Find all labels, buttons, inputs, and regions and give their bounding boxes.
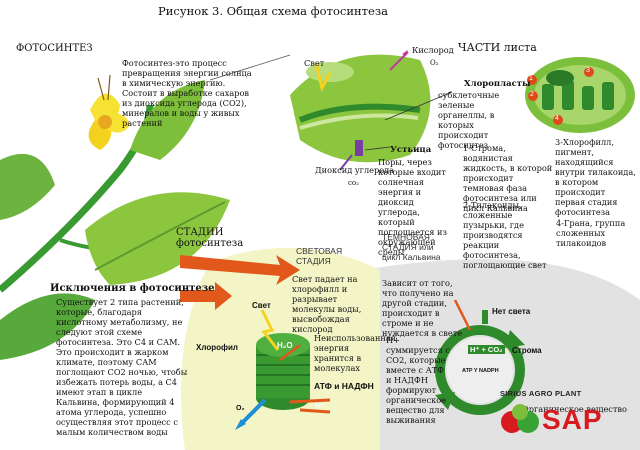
- logo: SAP: [500, 400, 630, 444]
- flower-icon: [88, 74, 130, 150]
- photosynthesis-definition: Фотосинтез-это процесс превращения энерг…: [122, 58, 252, 128]
- hplus-text: H+ суммируется с CO2, которые вместе с А…: [386, 335, 450, 425]
- leaf-oxygen-formula: O₂: [430, 59, 439, 67]
- stomata-text: Поры, через которые входит солнечная эне…: [378, 157, 447, 257]
- part-4-text: 4-Грана, группа сложенных тилакоидов: [556, 218, 626, 248]
- leaf-co2-formula: co₂: [348, 179, 359, 187]
- plant-leaf-upper: [130, 80, 205, 160]
- exceptions-arrow: [180, 282, 232, 310]
- photosynthesis-heading: ФОТОСИНТЕЗ: [16, 43, 93, 54]
- chlorophyll-label: Хлорофил: [196, 343, 238, 352]
- marker-1: [527, 75, 537, 85]
- marker-2-label: 2: [530, 91, 534, 98]
- calvin-arrow-in: [453, 299, 472, 331]
- part-2-text: 2-Тилакоиды, сложенные пузырьки, где про…: [463, 200, 547, 270]
- leaf-oxygen-label: Кислород: [412, 45, 454, 55]
- atp-nadph-label: ATP Y NADPH: [462, 368, 499, 374]
- part-3-text: 3-Хлорофилл, пигмент, находящийся внутри…: [555, 137, 636, 217]
- exceptions-text: Существует 2 типа растений, которые, бла…: [56, 297, 188, 437]
- part-1-text: 1-Строма, водянистая жидкость, в которой…: [463, 143, 553, 213]
- chloroplasts-text: субклеточные зеленые органеллы, в которы…: [438, 90, 500, 150]
- stages-arrow: [180, 255, 300, 285]
- light-ray: [314, 62, 332, 93]
- co2-arrow: [339, 154, 353, 171]
- light-stage-light-label: Свет: [252, 301, 271, 310]
- organic-matter-label: Органическое вещество: [522, 404, 627, 414]
- stomata-heading: Устьица: [390, 145, 432, 155]
- marker-4-label: 4: [555, 115, 559, 122]
- h2o-arrow: [279, 344, 301, 361]
- exceptions-heading: Исключения в фотосинтезе: [50, 283, 215, 294]
- stages-heading: СТАДИИ фотосинтеза: [176, 227, 244, 249]
- leaf-light-label: Свет: [304, 58, 325, 68]
- hplus-arrow: [299, 408, 331, 414]
- h-co2-label: H⁺ + CO₂: [468, 345, 505, 354]
- marker-3-label: 3: [586, 67, 590, 74]
- figure-title: Рисунок 3. Общая схема фотосинтеза: [158, 4, 388, 18]
- light-stage-text: Свет падает на хлорофилл и разрывает мол…: [292, 274, 362, 334]
- parts-heading: ЧАСТИ листа: [458, 41, 537, 54]
- stroma-label: Строма: [512, 346, 542, 355]
- marker-4: [553, 115, 563, 125]
- marker-3: [584, 67, 594, 77]
- o2-label: O₂: [236, 405, 245, 412]
- marker-1-label: 1: [529, 75, 533, 82]
- chloroplasts-heading: Хлоропласты: [464, 79, 531, 89]
- plant-leaf-big: [85, 192, 230, 285]
- atp-label: АТФ и НАДФН: [314, 381, 374, 391]
- leaf-co2-label: Диоксид углерода: [315, 165, 395, 175]
- dark-stage-text: Зависит от того, что получено на другой …: [382, 278, 463, 338]
- light-stage-light-ray: [260, 309, 280, 351]
- plant-leaf-bottom: [0, 293, 95, 360]
- hplus-label: H⁺: [315, 403, 324, 410]
- unused-energy-text: Неиспользованная энергия хранится в моле…: [314, 333, 396, 373]
- light-stage-heading: СВЕТОВАЯ СТАДИЯ: [296, 246, 343, 266]
- no-light-label: Нет света: [492, 307, 531, 316]
- dark-stage-heading: ТЕМНОВАЯ СТАДИЯ или цикл Кальвина: [382, 232, 441, 262]
- logo-short: SAP: [542, 404, 603, 435]
- plant-leaf-left: [0, 153, 55, 220]
- o2-arrow: [238, 398, 267, 427]
- chloroplast-illustration: [525, 57, 635, 133]
- logo-brand: SIRIUS AGRO PLANT: [500, 389, 582, 398]
- h2o-label: H₂O: [277, 341, 293, 350]
- atp-arrow: [289, 398, 331, 404]
- marker-2: [528, 91, 538, 101]
